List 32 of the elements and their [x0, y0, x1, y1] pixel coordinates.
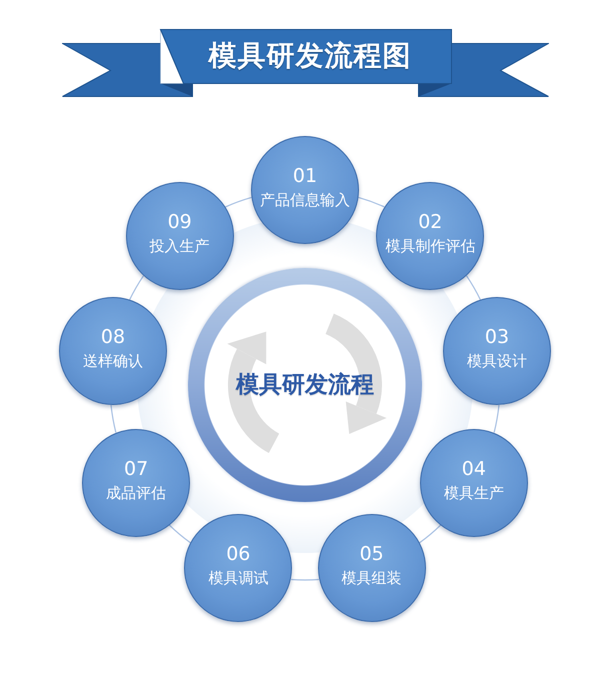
step-number: 02: [418, 210, 442, 233]
step-label: 成品评估: [106, 484, 166, 502]
step-label: 模具生产: [444, 484, 504, 502]
step-circle: [318, 514, 426, 622]
step-label: 产品信息输入: [260, 191, 350, 209]
step-number: 08: [100, 326, 126, 348]
step-label: 模具设计: [467, 352, 527, 370]
connector-arc: [466, 275, 481, 300]
connector-arc: [358, 196, 385, 208]
step-number: 07: [124, 458, 148, 480]
step-label: 模具制作评估: [385, 236, 476, 255]
connector-arc: [494, 404, 500, 433]
connector-arc: [168, 524, 191, 544]
connector-arc: [129, 275, 144, 300]
step-circle: [184, 514, 292, 622]
step-circle: [251, 136, 359, 244]
step-label: 模具组装: [342, 569, 402, 588]
step-label: 模具调试: [208, 569, 268, 588]
center-title: 模具研发流程: [236, 371, 374, 399]
step-number: 03: [484, 326, 510, 348]
step-number: 05: [360, 543, 384, 566]
banner-title: 模具研发流程图: [208, 39, 412, 73]
connector-arc: [291, 578, 319, 581]
connector-arc: [110, 404, 116, 433]
step-number: 09: [168, 210, 192, 233]
step-number: 01: [292, 165, 318, 187]
connector-arc: [225, 196, 252, 208]
step-label: 送样确认: [83, 352, 143, 370]
step-number: 04: [462, 458, 486, 480]
connector-arc: [419, 524, 442, 544]
step-number: 06: [226, 543, 250, 566]
step-label: 投入生产: [150, 236, 210, 255]
